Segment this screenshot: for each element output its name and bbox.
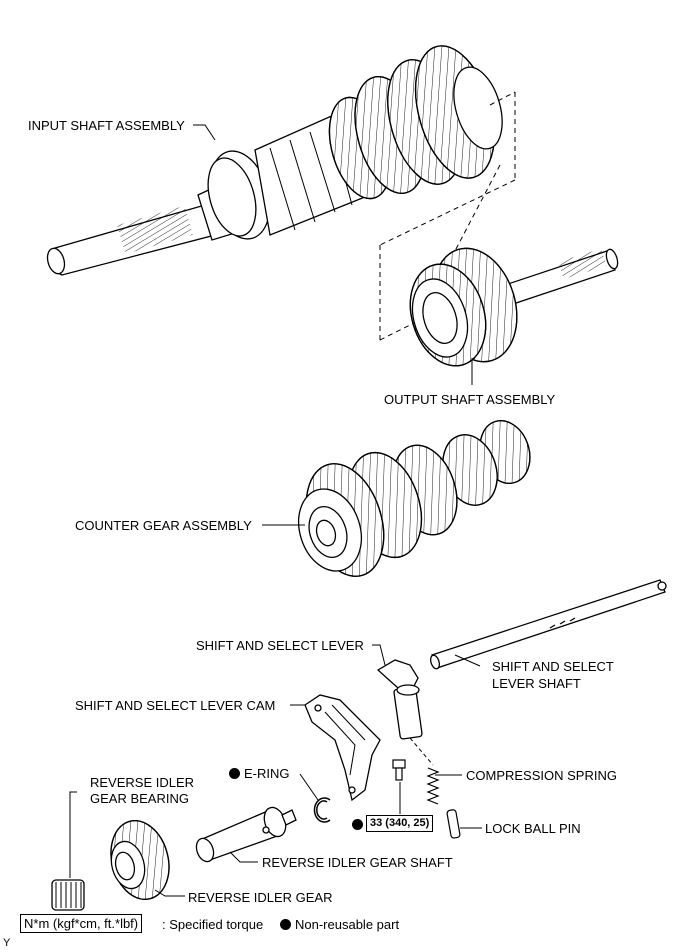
- label-counter-gear-assembly: COUNTER GEAR ASSEMBLY: [75, 518, 252, 533]
- leader-lines: [69, 124, 482, 897]
- input-shaft-assembly: [46, 45, 503, 276]
- label-reverse-idler-gear: REVERSE IDLER GEAR: [188, 890, 333, 905]
- e-ring-part: [313, 797, 331, 823]
- footer-code: Y: [3, 937, 11, 949]
- label-shift-select-lever-shaft-line1: SHIFT AND SELECT: [492, 659, 614, 674]
- torque-spec-box: 33 (340, 25): [366, 815, 434, 832]
- shift-select-lever-shaft: [429, 579, 667, 670]
- label-shift-select-lever: SHIFT AND SELECT LEVER: [196, 638, 364, 653]
- label-compression-spring: COMPRESSION SPRING: [466, 768, 617, 783]
- reverse-idler-gear-bearing-part: [51, 879, 85, 911]
- legend-torque-units: N*m (kgf*cm, ft.*lbf): [20, 914, 143, 933]
- bolt: [392, 759, 406, 781]
- shift-select-lever-cam: [304, 694, 381, 802]
- reverse-idler-gear-shaft: [195, 806, 297, 863]
- lock-ball-pin: [446, 809, 461, 839]
- compression-spring: [426, 767, 440, 805]
- label-shift-select-lever-shaft-line2: LEVER SHAFT: [492, 676, 581, 691]
- legend-non-reusable-description: Non-reusable part: [295, 917, 400, 932]
- label-reverse-idler-gear-shaft: REVERSE IDLER GEAR SHAFT: [262, 855, 453, 870]
- legend-torque-description: : Specified torque: [162, 917, 264, 932]
- non-reusable-dot-icon: [280, 919, 291, 930]
- label-shift-select-lever-cam: SHIFT AND SELECT LEVER CAM: [75, 698, 276, 713]
- label-output-shaft-assembly: OUTPUT SHAFT ASSEMBLY: [384, 392, 556, 407]
- label-lock-ball-pin: LOCK BALL PIN: [485, 821, 581, 836]
- non-reusable-dot-icon: [352, 819, 363, 830]
- label-reverse-idler-gear-bearing-line2: GEAR BEARING: [90, 791, 189, 806]
- label-reverse-idler-gear-bearing-line1: REVERSE IDLER: [90, 775, 195, 790]
- label-input-shaft-assembly: INPUT SHAFT ASSEMBLY: [28, 118, 185, 133]
- shift-select-lever: [376, 659, 423, 740]
- output-shaft-assembly: [409, 247, 619, 367]
- non-reusable-dot-icon: [229, 768, 240, 779]
- reverse-idler-gear-part: [110, 820, 170, 900]
- label-e-ring: E-RING: [244, 766, 290, 781]
- counter-gear-assembly: [298, 420, 531, 577]
